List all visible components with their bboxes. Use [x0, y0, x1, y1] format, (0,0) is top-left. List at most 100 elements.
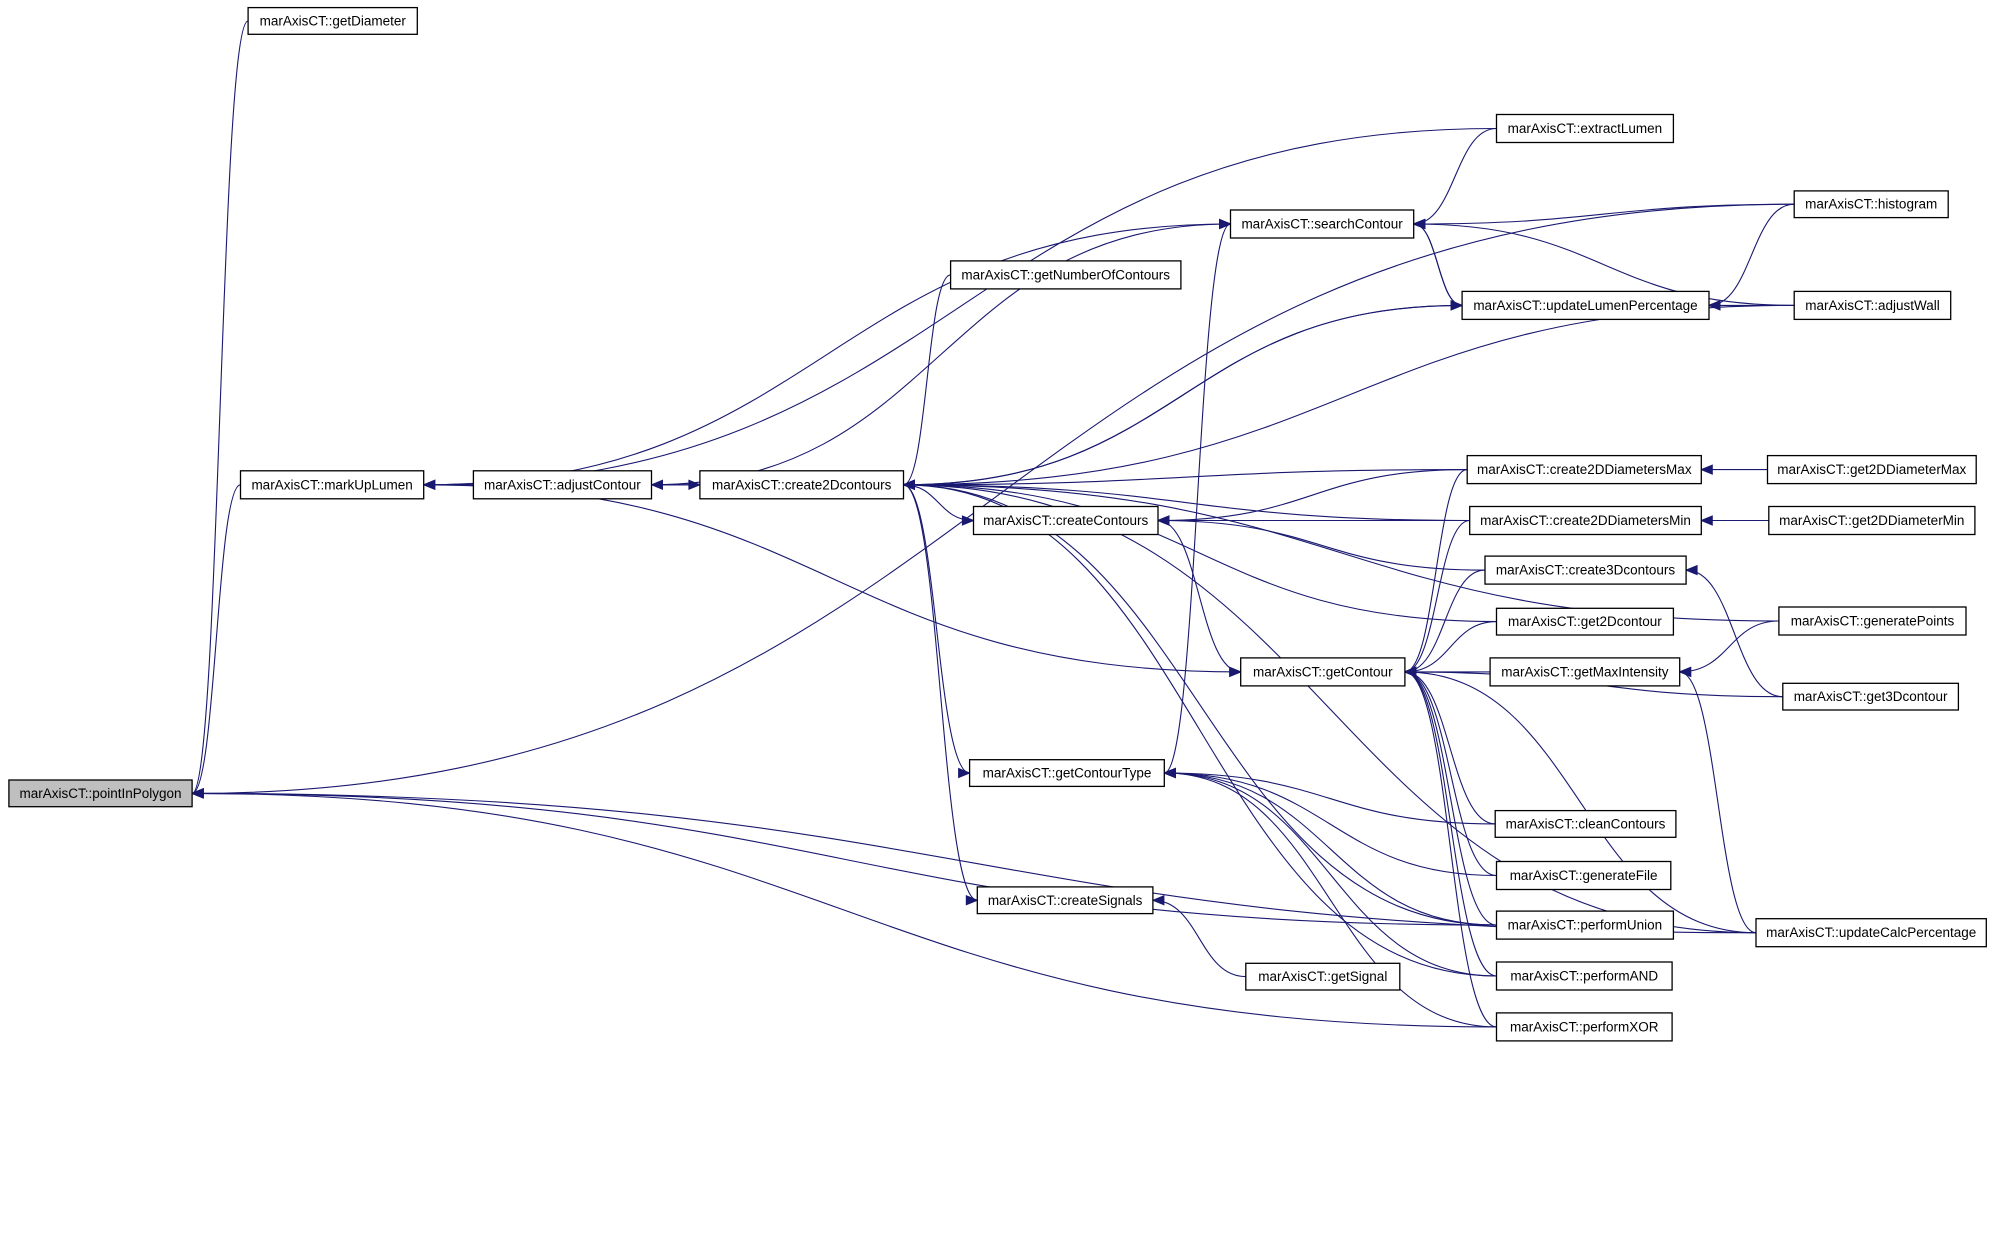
node-box[interactable]: [1495, 607, 1675, 636]
node-label: marAxisCT::create3Dcontours: [1496, 563, 1676, 578]
node-create2-ddiameters-min[interactable]: marAxisCT::create2DDiametersMin: [1469, 505, 1702, 536]
arrowhead-icon: [961, 515, 975, 526]
edge-perform-xor-to-point-in-polygon: [192, 792, 1497, 1028]
node-label: marAxisCT::adjustWall: [1805, 298, 1940, 313]
node-create-contours[interactable]: marAxisCT::createContours: [972, 505, 1159, 536]
node-label: marAxisCT::getDiameter: [260, 14, 407, 29]
node-perform-union[interactable]: marAxisCT::performUnion: [1495, 910, 1675, 940]
node-box[interactable]: [699, 470, 905, 500]
node-box[interactable]: [1495, 1012, 1673, 1042]
node-box[interactable]: [1495, 113, 1675, 144]
node-adjust-contour[interactable]: marAxisCT::adjustContour: [472, 470, 653, 500]
node-create3-dcontours[interactable]: marAxisCT::create3Dcontours: [1484, 555, 1687, 585]
arrowhead-icon: [1450, 300, 1464, 311]
node-box[interactable]: [1489, 657, 1681, 687]
node-box[interactable]: [472, 470, 653, 500]
node-generate-file[interactable]: marAxisCT::generateFile: [1495, 860, 1672, 891]
node-create2-ddiameters-max[interactable]: marAxisCT::create2DDiametersMax: [1466, 454, 1702, 485]
edge-create2-dcontours-to-get-contour-type: [903, 484, 970, 774]
node-box[interactable]: [1793, 290, 1952, 321]
node-box[interactable]: [8, 779, 193, 808]
node-get2-ddiameter-min[interactable]: marAxisCT::get2DDiameterMin: [1768, 505, 1976, 536]
node-box[interactable]: [1768, 505, 1976, 536]
node-label: marAxisCT::getContourType: [983, 766, 1152, 781]
node-get-diameter[interactable]: marAxisCT::getDiameter: [247, 6, 418, 35]
node-box[interactable]: [1793, 190, 1949, 219]
node-point-in-polygon[interactable]: marAxisCT::pointInPolygon: [8, 779, 193, 808]
edge-create2-dcontours-to-update-lumen-percentage: [903, 304, 1463, 486]
node-box[interactable]: [239, 470, 425, 500]
node-get3-dcontour[interactable]: marAxisCT::get3Dcontour: [1782, 682, 1960, 711]
node-label: marAxisCT::performUnion: [1508, 918, 1663, 933]
node-box[interactable]: [1245, 962, 1401, 991]
edge-create2-ddiameters-max-to-create-contours: [1157, 469, 1468, 522]
node-box[interactable]: [1495, 860, 1672, 891]
edge-get-contour-type-to-search-contour: [1164, 223, 1231, 774]
node-box[interactable]: [1495, 961, 1673, 991]
edge-perform-union-to-point-in-polygon: [192, 792, 1497, 926]
node-get-contour[interactable]: marAxisCT::getContour: [1240, 657, 1406, 687]
edge-generate-points-to-get-max-intensity: [1679, 620, 1779, 673]
node-create-signals[interactable]: marAxisCT::createSignals: [976, 886, 1154, 915]
arrowhead-icon: [1229, 666, 1243, 678]
node-extract-lumen[interactable]: marAxisCT::extractLumen: [1495, 113, 1675, 144]
node-box[interactable]: [1755, 918, 1987, 948]
node-box[interactable]: [1229, 209, 1415, 239]
node-update-lumen-percentage[interactable]: marAxisCT::updateLumenPercentage: [1461, 290, 1710, 321]
node-update-calc-percentage[interactable]: marAxisCT::updateCalcPercentage: [1755, 918, 1987, 948]
edge-create3-dcontours-to-get-contour: [1404, 569, 1486, 673]
arrowhead-icon: [1151, 895, 1165, 906]
arrowhead-icon: [1699, 464, 1713, 475]
node-mark-up-lumen[interactable]: marAxisCT::markUpLumen: [239, 470, 425, 500]
edge-get3-dcontour-to-create3-dcontours: [1686, 569, 1783, 698]
node-box[interactable]: [1782, 682, 1960, 711]
edge-create2-dcontours-to-create-contours: [903, 484, 974, 522]
node-perform-and[interactable]: marAxisCT::performAND: [1495, 961, 1673, 991]
edge-generate-points-to-create2-dcontours: [903, 484, 1779, 622]
node-get2-dcontour[interactable]: marAxisCT::get2Dcontour: [1495, 607, 1675, 636]
node-search-contour[interactable]: marAxisCT::searchContour: [1229, 209, 1415, 239]
node-label: marAxisCT::performAND: [1510, 969, 1658, 984]
node-get-max-intensity[interactable]: marAxisCT::getMaxIntensity: [1489, 657, 1681, 687]
node-get-contour-type[interactable]: marAxisCT::getContourType: [968, 759, 1165, 788]
node-box[interactable]: [949, 260, 1182, 290]
node-box[interactable]: [247, 6, 418, 35]
node-box[interactable]: [1466, 454, 1702, 485]
edge-create2-ddiameters-max-to-create2-dcontours: [903, 469, 1468, 486]
node-label: marAxisCT::getMaxIntensity: [1501, 664, 1669, 679]
arrowhead-icon: [1707, 300, 1721, 311]
node-box[interactable]: [1469, 505, 1702, 536]
node-box[interactable]: [972, 505, 1159, 536]
node-adjust-wall[interactable]: marAxisCT::adjustWall: [1793, 290, 1952, 321]
edge-update-calc-percentage-to-get-contour: [1404, 671, 1757, 934]
node-histogram[interactable]: marAxisCT::histogram: [1793, 190, 1949, 219]
edge-create2-ddiameters-max-to-get-contour: [1404, 469, 1468, 673]
node-box[interactable]: [1494, 809, 1677, 838]
node-label: marAxisCT::searchContour: [1241, 217, 1403, 232]
node-get-signal[interactable]: marAxisCT::getSignal: [1245, 962, 1401, 991]
node-box[interactable]: [1778, 606, 1967, 636]
node-box[interactable]: [1461, 290, 1710, 321]
node-box[interactable]: [1484, 555, 1687, 585]
node-box[interactable]: [1495, 910, 1675, 940]
edge-create2-ddiameters-min-to-get-contour: [1404, 519, 1470, 673]
node-perform-xor[interactable]: marAxisCT::performXOR: [1495, 1012, 1673, 1042]
node-box[interactable]: [1240, 657, 1406, 687]
arrowhead-icon: [1684, 564, 1698, 576]
node-label: marAxisCT::create2Dcontours: [712, 477, 892, 492]
node-get2-ddiameter-max[interactable]: marAxisCT::get2DDiameterMax: [1766, 454, 1977, 485]
node-box[interactable]: [976, 886, 1154, 915]
node-box[interactable]: [1766, 454, 1977, 485]
node-create2-dcontours[interactable]: marAxisCT::create2Dcontours: [699, 470, 905, 500]
edge-clean-contours-to-get-contour: [1404, 671, 1496, 825]
arrowhead-icon: [190, 788, 204, 799]
node-generate-points[interactable]: marAxisCT::generatePoints: [1778, 606, 1967, 636]
node-label: marAxisCT::get3Dcontour: [1794, 689, 1948, 704]
node-clean-contours[interactable]: marAxisCT::cleanContours: [1494, 809, 1677, 838]
node-box[interactable]: [968, 759, 1165, 788]
edge-update-calc-percentage-to-get-max-intensity: [1679, 671, 1757, 934]
node-get-number-of-contours[interactable]: marAxisCT::getNumberOfContours: [949, 260, 1182, 290]
edge-clean-contours-to-get-contour-type: [1164, 772, 1496, 825]
edge-perform-and-to-get-contour: [1404, 671, 1497, 977]
